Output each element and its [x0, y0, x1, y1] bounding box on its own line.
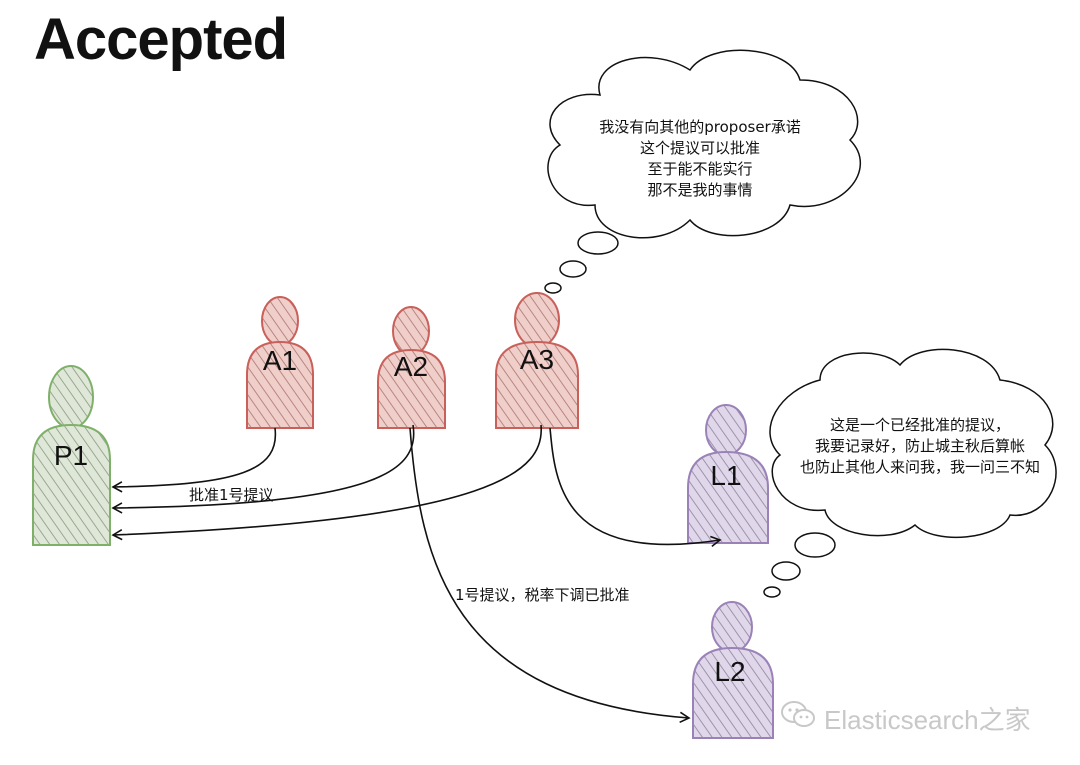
acceptor-a1: A1 — [246, 296, 314, 429]
a1-label: A1 — [263, 345, 297, 376]
edge-label-notify: 1号提议，税率下调已批准 — [455, 586, 630, 604]
thought-learner-line-2: 我要记录好，防止城主秋后算帐 — [814, 437, 1025, 455]
acceptor-a3: A3 — [495, 292, 579, 429]
wechat-icon — [780, 700, 816, 737]
thought-acceptor-line-4: 那不是我的事情 — [647, 181, 753, 199]
thought-learner-line-1: 这是一个已经批准的提议， — [829, 416, 1010, 434]
learner-l1: L1 — [687, 404, 769, 544]
thought-acceptor-line-3: 至于能不能实行 — [647, 160, 753, 178]
edge-label-approve: 批准1号提议 — [189, 486, 274, 504]
diagram-title: Accepted — [34, 7, 288, 72]
thought-cloud-learner — [763, 348, 1057, 598]
l1-label: L1 — [710, 460, 741, 491]
arrow-a3-to-p1 — [111, 424, 543, 541]
thought-acceptor-line-2: 这个提议可以批准 — [639, 139, 760, 157]
a2-label: A2 — [394, 351, 428, 382]
learner-l2: L2 — [692, 601, 774, 739]
arrow-a1-to-p1 — [111, 427, 277, 493]
acceptor-a2: A2 — [377, 306, 446, 429]
thought-text-learner: 这是一个已经批准的提议， 我要记录好，防止城主秋后算帐 也防止其他人来问我，我一… — [770, 415, 1070, 478]
a3-label: A3 — [520, 344, 554, 375]
l2-label: L2 — [714, 656, 745, 687]
arrow-a2-to-p1 — [111, 424, 415, 514]
thought-acceptor-line-1: 我没有向其他的proposer承诺 — [599, 118, 801, 136]
watermark: Elasticsearch之家 — [780, 700, 1031, 737]
watermark-text: Elasticsearch之家 — [824, 705, 1031, 735]
thought-text-acceptor: 我没有向其他的proposer承诺 这个提议可以批准 至于能不能实行 那不是我的… — [570, 117, 830, 201]
proposer-p1: P1 — [32, 365, 111, 546]
arrow-a3-to-l1 — [549, 427, 722, 547]
p1-label: P1 — [54, 440, 88, 471]
accepted-arrows — [111, 424, 722, 724]
thought-cloud-acceptor — [544, 49, 862, 294]
thought-learner-line-3: 也防止其他人来问我，我一问三不知 — [799, 458, 1040, 476]
arrow-a2-to-l2 — [409, 427, 691, 724]
